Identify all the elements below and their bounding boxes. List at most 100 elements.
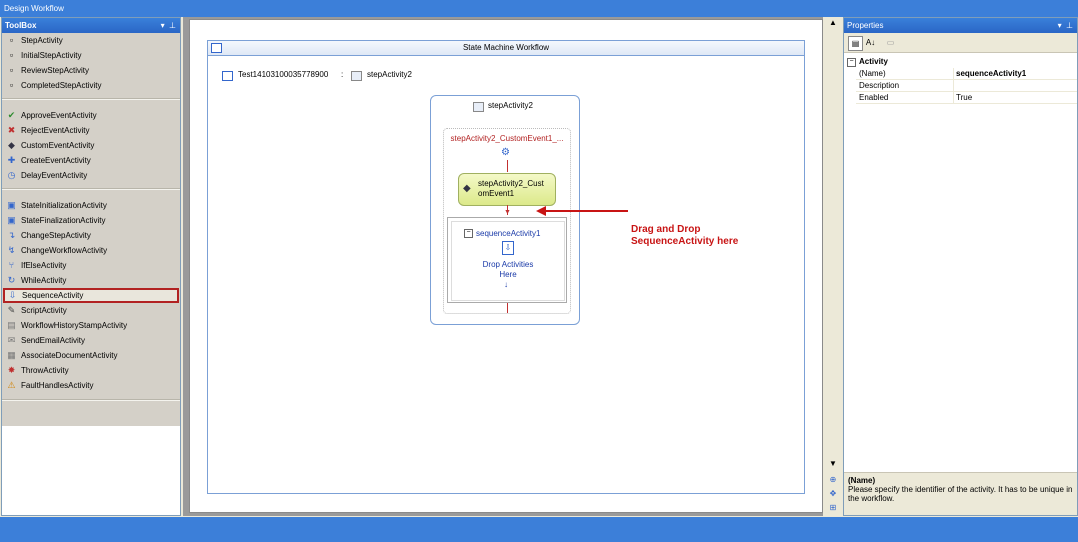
toolbox-list: ▫StepActivity ▫ InitialStepActivity ▫Revi… xyxy=(2,33,180,426)
toolbox-divider xyxy=(2,188,180,190)
toolbox-item-stepactivity[interactable]: ▫StepActivity xyxy=(2,33,180,48)
toolbox-item-workflowhistorystampactivity[interactable]: ▤WorkflowHistoryStampActivity xyxy=(2,318,180,333)
toolbox-item-label: ChangeWorkflowActivity xyxy=(21,246,108,255)
toolbox-item-sequenceactivity[interactable]: ⇩SequenceActivity xyxy=(3,288,179,303)
toolbox-item-label: DelayEventActivity xyxy=(21,171,88,180)
toolbox-item-initialstepactivity[interactable]: ▫ InitialStepActivity xyxy=(2,48,180,63)
scroll-down-button[interactable]: ▼ xyxy=(827,458,839,469)
alphabetical-icon[interactable]: A↓ xyxy=(865,38,876,47)
toolbox-item-customeventactivity[interactable]: ◆ CustomEventActivity xyxy=(2,138,180,153)
toolbox-item-ifelseactivity[interactable]: ⑂IfElseActivity xyxy=(2,258,180,273)
property-value[interactable]: True xyxy=(956,93,973,102)
state-final-icon: ▣ xyxy=(7,215,16,225)
toolbox-item-whileactivity[interactable]: ↻WhileActivity xyxy=(2,273,180,288)
toolbox-item-sendemailactivity[interactable]: ✉SendEmailActivity xyxy=(2,333,180,348)
property-grid: − Activity (Name) sequenceActivity1 Desc… xyxy=(844,54,1077,472)
property-value[interactable]: sequenceActivity1 xyxy=(956,69,1027,78)
event-driven-icon: ⚙ xyxy=(501,147,510,158)
throw-icon: ✸ xyxy=(7,365,16,375)
toolbox-item-label: AssociateDocumentActivity xyxy=(21,351,118,360)
step-icon: ▫ xyxy=(9,35,14,45)
property-row-enabled[interactable]: Enabled True xyxy=(844,92,1077,104)
custom-event-icon: ◆ xyxy=(463,183,471,194)
dropdown-icon[interactable]: ▾ xyxy=(1057,21,1062,30)
toolbox-item-stateinitializationactivity[interactable]: ▣StateInitializationActivity xyxy=(2,198,180,213)
description-text: Please specify the identifier of the act… xyxy=(848,485,1073,503)
workflow-title: State Machine Workflow xyxy=(462,43,550,52)
step-icon: ▫ xyxy=(9,80,14,90)
step-icon xyxy=(473,102,484,112)
custom-event-label: stepActivity2_Cust omEvent1 xyxy=(478,179,544,198)
toolbox-item-rejecteventactivity[interactable]: ✖RejectEventActivity xyxy=(2,123,180,138)
connector-arrow-icon: ▼ xyxy=(504,209,511,216)
toolbox-item-changeworkflowactivity[interactable]: ↯ChangeWorkflowActivity xyxy=(2,243,180,258)
custom-event-activity[interactable]: ◆ stepActivity2_Cust omEvent1 xyxy=(458,173,556,206)
sequence-activity[interactable]: − sequenceActivity1 ⇩ Drop Activities He… xyxy=(447,217,567,303)
state-init-icon: ▣ xyxy=(7,200,16,210)
breadcrumb-step[interactable]: stepActivity2 xyxy=(367,70,412,79)
toolbox-item-associatedocumentactivity[interactable]: ▦AssociateDocumentActivity xyxy=(2,348,180,363)
toolbox-item-changestepactivity[interactable]: ↴ChangeStepActivity xyxy=(2,228,180,243)
connector-line xyxy=(507,160,508,172)
custom-event-icon: ◆ xyxy=(8,140,15,150)
toolbox-item-label: InitialStepActivity xyxy=(21,51,82,60)
fit-icon[interactable]: ⊞ xyxy=(827,502,839,513)
toolbox-item-label: FaultHandlesActivity xyxy=(21,381,94,390)
scroll-up-button[interactable]: ▲ xyxy=(827,17,839,28)
pin-icon[interactable]: ⊥ xyxy=(169,21,176,30)
zoom-icon[interactable]: ⊕ xyxy=(827,474,839,485)
toolbox-item-statefinalizationactivity[interactable]: ▣ StateFinalizationActivity xyxy=(2,213,180,228)
toolbox-item-reviewstepactivity[interactable]: ▫ReviewStepActivity xyxy=(2,63,180,78)
step-title: stepActivity2 xyxy=(488,101,533,110)
designer-canvas[interactable]: State Machine Workflow Test1410310003577… xyxy=(189,19,823,513)
toolbox-item-label: SendEmailActivity xyxy=(21,336,86,345)
toolbox-item-delayeventactivity[interactable]: ◷DelayEventActivity xyxy=(2,168,180,183)
toolbox-item-scriptactivity[interactable]: ✎ScriptActivity xyxy=(2,303,180,318)
grid-divider xyxy=(856,91,1077,92)
toolbox-item-faulthandlesactivity[interactable]: ⚠FaultHandlesActivity xyxy=(2,378,180,393)
toolbox-item-label: CustomEventActivity xyxy=(21,141,95,150)
workflow-header: State Machine Workflow xyxy=(208,41,804,56)
connector-line xyxy=(507,205,508,215)
toolbox-item-label: StateFinalizationActivity xyxy=(21,216,106,225)
pan-icon[interactable]: ✥ xyxy=(827,488,839,499)
categorized-icon[interactable]: ▤ xyxy=(848,36,863,51)
step-icon: ▫ xyxy=(9,50,14,60)
history-icon: ▤ xyxy=(7,320,16,330)
property-row-description[interactable]: Description xyxy=(844,80,1077,92)
property-category[interactable]: − Activity xyxy=(844,56,1077,68)
sequence-body: − sequenceActivity1 ⇩ Drop Activities He… xyxy=(451,221,565,301)
workflow-icon xyxy=(211,43,222,53)
toolbox-item-createeventactivity[interactable]: ✚CreateEventActivity xyxy=(2,153,180,168)
grid-divider xyxy=(856,103,1077,104)
toolbox-item-completedstepactivity[interactable]: ▫CompletedStepActivity xyxy=(2,78,180,93)
while-icon: ↻ xyxy=(7,275,16,285)
breadcrumb-separator: : xyxy=(341,70,344,79)
toolbox-item-throwactivity[interactable]: ✸ThrowActivity xyxy=(2,363,180,378)
event-driven-activity[interactable]: stepActivity2_CustomEvent1_... ⚙ ◆ stepA… xyxy=(443,128,571,314)
designer-scrollbar[interactable]: ▲ ▼ ⊕ ✥ ⊞ xyxy=(826,17,840,516)
property-row-name[interactable]: (Name) sequenceActivity1 xyxy=(844,68,1077,80)
column-divider xyxy=(953,68,954,104)
grid-divider xyxy=(856,79,1077,80)
property-pages-icon[interactable]: ▭ xyxy=(886,38,895,47)
sequence-icon: ⇩ xyxy=(502,241,514,255)
breadcrumb-root[interactable]: Test14103100035778900 xyxy=(238,70,329,79)
annotation-line-2: SequenceActivity here xyxy=(631,236,739,247)
state-machine-workflow[interactable]: State Machine Workflow Test1410310003577… xyxy=(207,40,805,494)
toolbox-item-label: SequenceActivity xyxy=(22,291,84,300)
toolbox-divider xyxy=(2,98,180,100)
toolbox-item-label: ScriptActivity xyxy=(21,306,67,315)
reject-icon: ✖ xyxy=(7,125,16,135)
dropdown-icon[interactable]: ▾ xyxy=(160,21,165,30)
category-label: Activity xyxy=(859,57,888,66)
down-arrow-icon: ↓ xyxy=(504,280,508,289)
toolbox-item-approveeventactivity[interactable]: ✔ApproveEventActivity xyxy=(2,108,180,123)
collapse-icon[interactable]: − xyxy=(847,58,856,67)
properties-title: Properties xyxy=(847,21,884,30)
step-icon: ▫ xyxy=(9,65,14,75)
collapse-icon[interactable]: − xyxy=(464,229,473,238)
properties-header: Properties ▾ ⊥ xyxy=(844,18,1077,33)
annotation-arrow xyxy=(536,206,628,216)
pin-icon[interactable]: ⊥ xyxy=(1066,21,1073,30)
